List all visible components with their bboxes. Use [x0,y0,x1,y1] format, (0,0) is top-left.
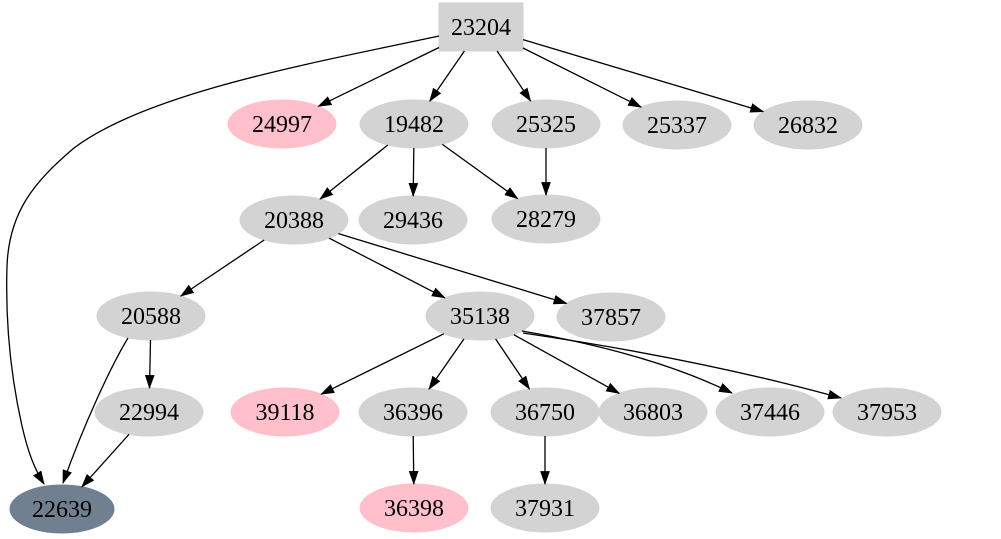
node-35138: 35138 [425,291,535,341]
node-19482-label: 19482 [384,112,444,138]
node-29436-label: 29436 [383,208,443,234]
node-37857-label: 37857 [581,305,641,331]
node-36396: 36396 [358,387,468,437]
node-37953-label: 37953 [857,400,917,426]
node-24997: 24997 [227,99,337,149]
node-36396-label: 36396 [383,400,443,426]
edge-23204-25337 [522,47,643,108]
node-39118-shape [230,387,340,437]
edge-23204-22639 [6,35,440,485]
edges-layer [6,35,843,488]
edge-20388-20588 [179,239,265,297]
node-37446-shape [715,387,825,437]
node-35138-label: 35138 [450,304,510,330]
node-36750-label: 36750 [515,400,575,426]
node-37953-shape [832,387,942,437]
edge-19482-29436 [408,147,419,198]
node-39118-label: 39118 [255,400,314,426]
node-22639: 22639 [9,484,115,534]
edge-23204-24997 [317,46,440,107]
node-37857-shape [556,292,666,342]
edge-35138-36396 [428,338,465,390]
node-25325: 25325 [491,99,601,149]
node-23204: 23204 [438,2,524,52]
edge-22994-22639 [81,433,130,488]
edge-35138-36803 [513,334,621,394]
node-22994-label: 22994 [119,400,179,426]
node-28279: 28279 [491,194,601,244]
node-22639-shape [9,484,115,534]
node-26832: 26832 [753,100,863,150]
node-36803-label: 36803 [623,400,683,426]
node-35138-shape [425,291,535,341]
edge-20588-22639 [62,337,129,485]
node-24997-label: 24997 [252,112,312,138]
node-26832-label: 26832 [778,113,838,139]
node-36750: 36750 [490,387,600,437]
node-24997-shape [227,99,337,149]
node-36398-label: 36398 [384,496,444,522]
edge-20388-37857 [338,232,568,305]
edge-35138-37446 [521,330,733,394]
node-19482-shape [359,99,469,149]
node-37857: 37857 [556,292,666,342]
node-20588: 20588 [96,291,206,341]
edge-23204-19482 [429,50,465,102]
node-25337: 25337 [622,100,732,150]
edge-35138-37953 [522,332,843,400]
node-29436: 29436 [358,195,468,245]
node-36398: 36398 [359,483,469,533]
node-37446: 37446 [715,387,825,437]
node-36396-shape [358,387,468,437]
node-22639-label: 22639 [32,497,92,523]
edge-35138-36750 [495,338,531,390]
node-23204-label: 23204 [451,15,511,41]
edge-20388-35138 [328,237,446,299]
node-37953: 37953 [832,387,942,437]
node-20388-label: 20388 [264,208,324,234]
node-25337-shape [622,100,732,150]
edge-23204-25325 [496,50,532,102]
node-37446-label: 37446 [740,400,800,426]
edge-20588-22994 [144,339,155,390]
node-37931-label: 37931 [515,496,575,522]
node-20388: 20388 [239,195,349,245]
node-20588-shape [96,291,206,341]
node-23204-shape [438,2,524,52]
node-28279-label: 28279 [516,207,576,233]
node-36803-shape [598,387,708,437]
node-25325-label: 25325 [516,112,576,138]
edge-35138-39118 [320,333,445,395]
node-36803: 36803 [598,387,708,437]
node-25337-label: 25337 [647,113,707,139]
edge-19482-28279 [442,143,519,200]
node-22994: 22994 [94,387,204,437]
node-39118: 39118 [230,387,340,437]
node-20588-label: 20588 [121,304,181,330]
node-19482: 19482 [359,99,469,149]
node-20388-shape [239,195,349,245]
nodes-layer: 23204 24997 19482 25325 25337 26832 20388 29436… [9,2,942,534]
edge-36396-36398 [408,435,419,486]
node-37931: 37931 [490,483,600,533]
edge-19482-20388 [319,144,389,200]
edge-23204-26832 [522,38,765,113]
node-26832-shape [753,100,863,150]
